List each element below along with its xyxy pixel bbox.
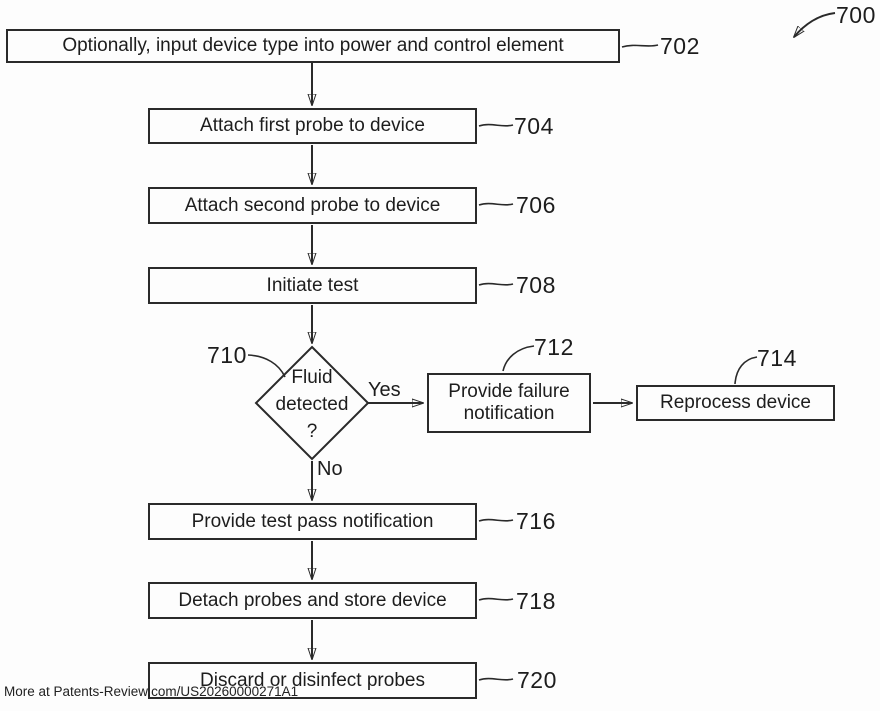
flow-step-704-label: Attach first probe to device	[200, 115, 425, 137]
leader-714	[734, 356, 758, 385]
watermark-text: More at Patents-Review.com/US20260000271…	[4, 684, 299, 699]
decision-diamond-text: Fluid detected ?	[252, 364, 372, 445]
flow-step-708-box: Initiate test	[148, 267, 477, 304]
flow-step-716-label: Provide test pass notification	[191, 510, 434, 532]
decision-text-line1: Fluid	[291, 367, 333, 388]
yes-branch-label: Yes	[368, 379, 401, 401]
ref-label-712: 712	[534, 334, 574, 360]
leader-704	[478, 123, 514, 127]
ref-label-714: 714	[757, 345, 797, 371]
figure-ref-arrow	[794, 12, 836, 37]
flow-step-712-box: Provide failure notification	[427, 373, 591, 433]
leader-716	[478, 518, 514, 522]
flow-step-720-box: Discard or disinfect probes	[148, 662, 477, 699]
flow-step-714-label: Reprocess device	[659, 392, 812, 414]
flow-step-706-label: Attach second probe to device	[184, 194, 441, 216]
ref-label-710: 710	[207, 342, 247, 368]
leader-712	[502, 345, 535, 372]
leader-718	[478, 597, 514, 601]
ref-label-706: 706	[516, 192, 556, 218]
figure-ref-700: 700	[836, 2, 876, 28]
flow-step-714-box: Reprocess device	[636, 385, 835, 421]
flow-step-708-label: Initiate test	[266, 274, 359, 296]
flow-step-706-box: Attach second probe to device	[148, 187, 477, 224]
flow-step-702-box: Optionally, input device type into power…	[6, 29, 620, 63]
leader-706	[478, 202, 514, 206]
ref-label-708: 708	[516, 272, 556, 298]
flow-step-718-box: Detach probes and store device	[148, 582, 477, 619]
flow-step-704-box: Attach first probe to device	[148, 108, 477, 144]
leader-710	[247, 354, 286, 378]
decision-text-line2: detected	[275, 394, 349, 415]
ref-label-720: 720	[517, 667, 557, 693]
leader-702	[621, 44, 659, 48]
flow-step-718-label: Detach probes and store device	[178, 589, 447, 611]
ref-label-718: 718	[516, 588, 556, 614]
ref-label-716: 716	[516, 508, 556, 534]
flow-step-712-label: Provide failure notification	[448, 381, 570, 424]
ref-label-704: 704	[514, 113, 554, 139]
decision-text-line3: ?	[306, 421, 318, 442]
leader-708	[478, 282, 514, 286]
ref-label-702: 702	[660, 33, 700, 59]
flow-step-720-label: Discard or disinfect probes	[200, 669, 425, 691]
leader-720	[478, 677, 514, 681]
flow-step-716-box: Provide test pass notification	[148, 503, 477, 540]
flow-step-702-label: Optionally, input device type into power…	[62, 35, 564, 57]
no-branch-label: No	[317, 458, 343, 480]
